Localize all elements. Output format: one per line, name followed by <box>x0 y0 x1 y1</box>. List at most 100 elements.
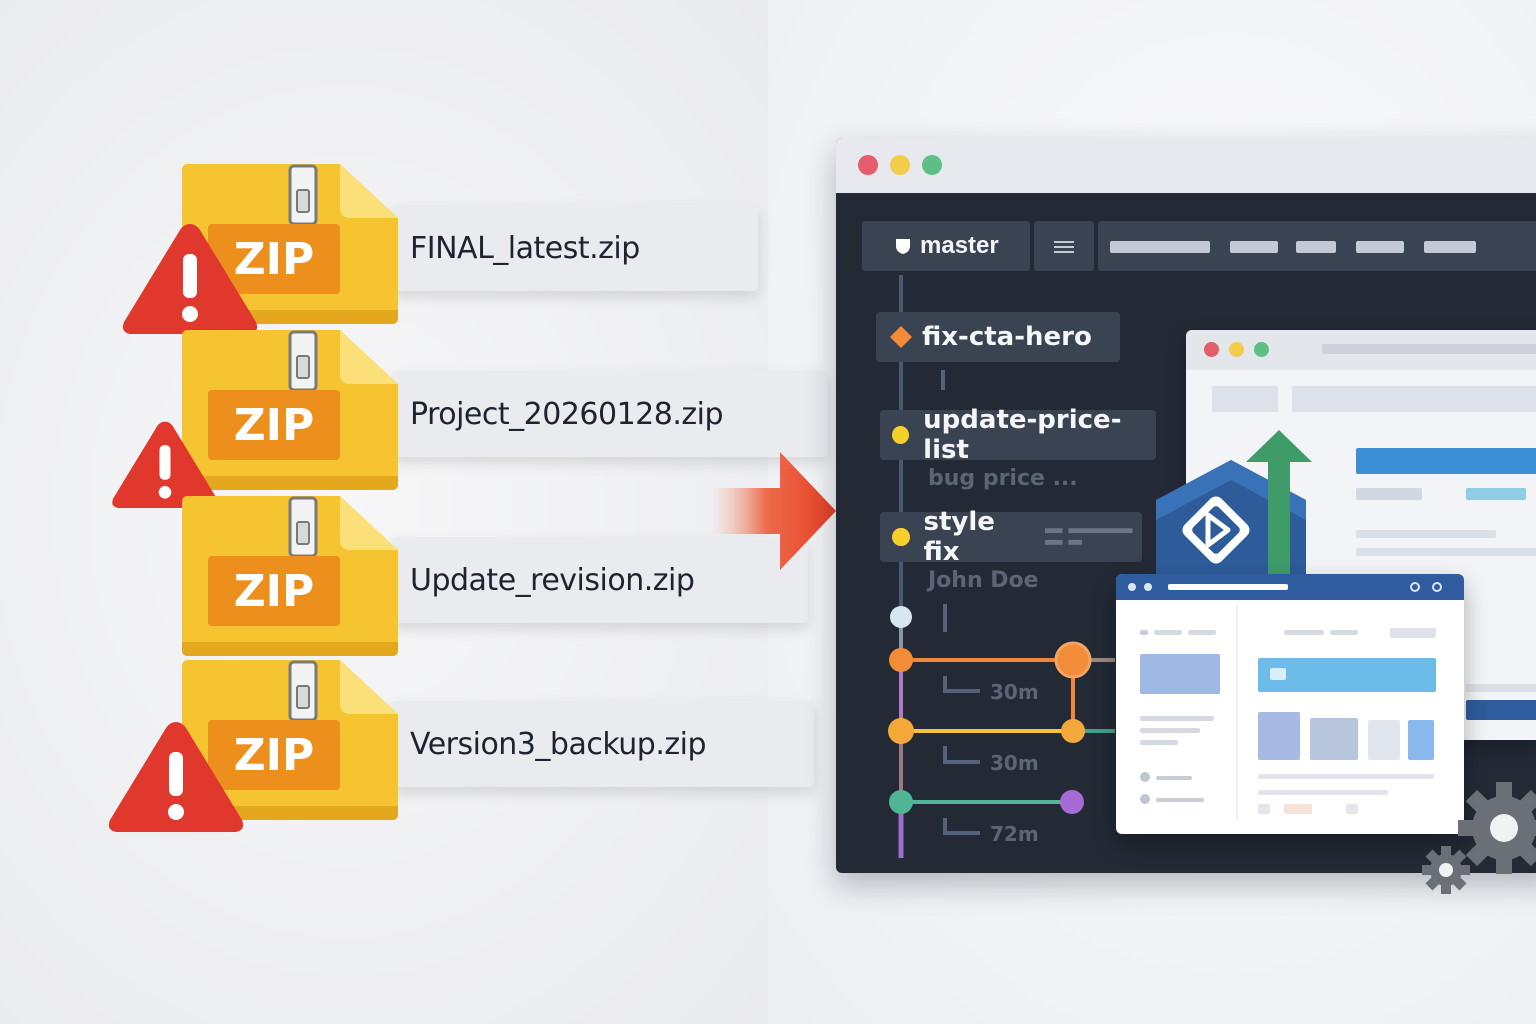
content-block <box>1390 628 1436 638</box>
zip-icon-label: ZIP <box>233 399 315 451</box>
content-block <box>1284 804 1312 814</box>
card-block <box>1258 712 1300 760</box>
content-line <box>1284 630 1324 635</box>
zip-icon-label: ZIP <box>233 565 315 617</box>
toolbar-tabs <box>1098 221 1536 271</box>
toolbar-tab-placeholder[interactable] <box>1356 241 1404 253</box>
content-block <box>1292 386 1536 412</box>
zip-file-row[interactable]: Version3_backup.zip ZIP <box>100 656 814 832</box>
column-divider <box>1236 606 1238 820</box>
commit-message: bug price ... <box>928 466 1078 491</box>
zip-folder-icon <box>182 496 398 656</box>
git-toolbar: master <box>862 221 1536 271</box>
address-bar[interactable] <box>1168 584 1288 590</box>
zip-filename: Update_revision.zip <box>410 562 695 598</box>
content-line <box>1356 530 1496 538</box>
settings-icon[interactable] <box>1432 582 1442 592</box>
content-line <box>1140 630 1148 635</box>
arrow-right-icon <box>710 452 836 570</box>
content-line <box>1258 774 1434 779</box>
minimize-dot[interactable] <box>1229 342 1244 357</box>
window-dot[interactable] <box>1128 583 1136 591</box>
toolbar-tab-placeholder[interactable] <box>1230 241 1278 253</box>
content-line <box>1188 630 1216 635</box>
warning-icon <box>112 421 218 508</box>
diamond-commit-icon <box>890 326 912 348</box>
close-dot[interactable] <box>858 155 878 175</box>
preview-titlebar <box>1186 330 1536 370</box>
zip-icon-label: ZIP <box>233 729 315 781</box>
hero-icon <box>1270 668 1286 680</box>
commit-time: 72m <box>990 822 1039 846</box>
close-dot[interactable] <box>1204 342 1219 357</box>
commit-time: 30m <box>990 751 1039 775</box>
zip-filename-card[interactable]: FINAL_latest.zip <box>392 205 758 291</box>
zip-folder-icon <box>182 330 398 490</box>
front-titlebar <box>1116 574 1464 600</box>
commit-fix-cta-hero[interactable]: fix-cta-hero <box>876 312 1120 362</box>
content-block <box>1466 488 1526 500</box>
content-line <box>1140 728 1200 733</box>
zip-folder-icon <box>182 164 398 324</box>
address-bar[interactable] <box>1322 344 1536 354</box>
menu-button[interactable] <box>1034 221 1094 271</box>
content-block <box>1212 386 1278 412</box>
zip-filename-card[interactable]: Version3_backup.zip <box>392 701 814 787</box>
content-block <box>1258 804 1270 814</box>
commit-update-price-list[interactable]: update-price-list <box>880 405 1156 465</box>
content-block <box>1346 804 1358 814</box>
zip-icon-label: ZIP <box>233 233 315 285</box>
gear-icon <box>1422 782 1536 894</box>
content-line <box>1330 630 1358 635</box>
branch-icon <box>896 239 910 254</box>
warning-icon <box>108 722 244 832</box>
window-dot[interactable] <box>1144 583 1152 591</box>
maximize-dot[interactable] <box>922 155 942 175</box>
content-line <box>1140 716 1214 721</box>
window-titlebar <box>836 138 1536 193</box>
content-line <box>1140 740 1178 745</box>
zip-filename-card[interactable]: Update_revision.zip <box>392 537 808 623</box>
branch-name: master <box>920 232 999 259</box>
hero-banner <box>1258 658 1436 692</box>
card-block <box>1310 718 1358 760</box>
zip-filename: Version3_backup.zip <box>410 726 707 762</box>
commit-dot <box>892 528 910 546</box>
commit-style-fix[interactable]: style fix <box>880 507 1142 567</box>
search-icon[interactable] <box>1410 582 1420 592</box>
hero-banner <box>1356 448 1536 474</box>
content-line <box>1258 790 1388 795</box>
minimize-dot[interactable] <box>890 155 910 175</box>
zip-filename-card[interactable]: Project_20260128.zip <box>392 371 828 457</box>
commit-dot <box>892 426 910 444</box>
commit-label: update-price-list <box>923 405 1122 465</box>
maximize-dot[interactable] <box>1254 342 1269 357</box>
content-line <box>1154 630 1182 635</box>
content-line <box>1466 684 1536 692</box>
image-block <box>1140 654 1220 694</box>
commit-label: fix-cta-hero <box>922 322 1092 352</box>
branch-selector[interactable]: master <box>862 221 1030 271</box>
content-line <box>1156 798 1204 802</box>
card-block <box>1408 720 1434 760</box>
toolbar-tab-placeholder[interactable] <box>1110 241 1210 253</box>
commit-time: 30m <box>990 680 1039 704</box>
commit-detail-lines <box>1044 528 1133 545</box>
content-line <box>1156 776 1192 780</box>
zip-filename: Project_20260128.zip <box>410 396 724 432</box>
zip-file-row[interactable]: Update_revision.zip ZIP <box>100 492 808 657</box>
bullet <box>1140 794 1150 804</box>
zip-filename: FINAL_latest.zip <box>410 230 640 266</box>
footer-block <box>1466 700 1536 720</box>
zip-file-row[interactable]: Project_20260128.zip ZIP <box>100 326 828 508</box>
toolbar-tab-placeholder[interactable] <box>1424 241 1476 253</box>
content-block <box>1356 488 1422 500</box>
warning-icon <box>122 224 258 334</box>
bullet <box>1140 772 1150 782</box>
toolbar-tab-placeholder[interactable] <box>1296 241 1336 253</box>
content-line <box>1356 548 1536 556</box>
commit-label: style fix <box>923 507 995 567</box>
preview-browser-front <box>1116 574 1464 834</box>
zip-file-row[interactable]: FINAL_latest.zip ZIP <box>100 160 758 334</box>
